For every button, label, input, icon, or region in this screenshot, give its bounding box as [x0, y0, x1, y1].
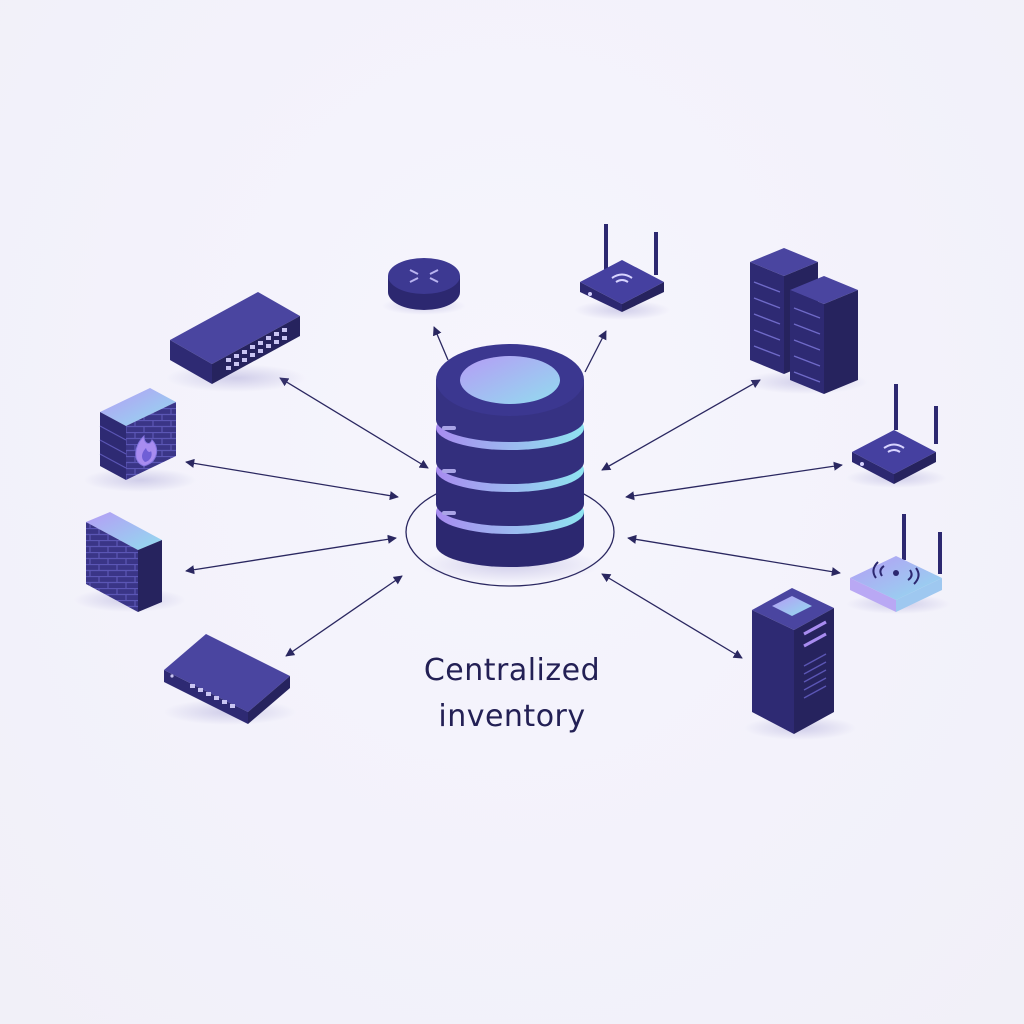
router-icon: [382, 258, 466, 315]
arrow-wireless-ap: [627, 534, 841, 577]
tower-server-icon: [744, 588, 856, 740]
firewall-icon: [84, 388, 196, 492]
connections: [185, 326, 843, 659]
caption-line-2: inventory: [438, 699, 586, 734]
server-rack-icon: [744, 248, 868, 394]
wireless-ap-icon: [846, 514, 950, 614]
arrow-wifi-ap: [625, 461, 843, 501]
diagram-caption: Centralized inventory: [362, 648, 662, 740]
arrow-tower-server: [601, 573, 743, 659]
database-cylinder-icon: [420, 344, 600, 583]
arrow-switch-bottom: [285, 575, 403, 657]
caption-line-1: Centralized: [423, 653, 601, 688]
brick-wall-icon: [74, 512, 186, 612]
wifi-router-icon: [574, 224, 670, 320]
arrow-brick-wall: [185, 534, 397, 575]
switch-icon: [164, 634, 296, 725]
arrow-router: [433, 326, 449, 361]
arrow-switch-top: [279, 377, 429, 469]
arrow-wifi-top: [584, 330, 607, 373]
switch-icon: [166, 292, 306, 392]
arrow-firewall-flame: [185, 458, 399, 501]
wifi-router-icon: [846, 384, 946, 488]
arrow-server-racks: [601, 379, 761, 471]
